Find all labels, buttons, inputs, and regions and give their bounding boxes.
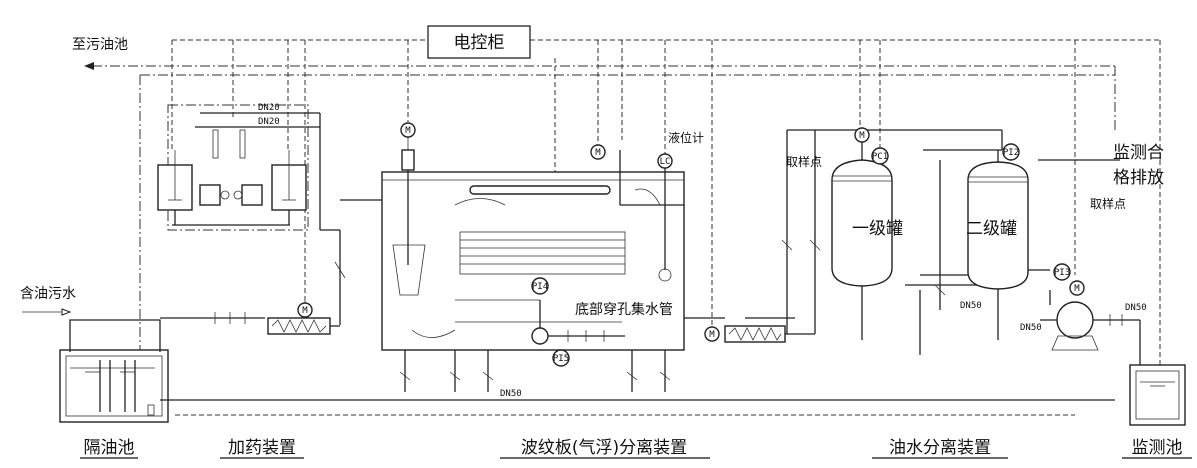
bottom-drains xyxy=(160,350,1115,401)
dn50-bottom-label: DN50 xyxy=(500,389,522,399)
bottom-pipe-label: 底部穿孔集水管 xyxy=(575,301,673,318)
svg-text:M: M xyxy=(405,126,411,136)
feed-pipe xyxy=(69,312,265,352)
section-dosing-unit: 加药装置 xyxy=(228,438,296,458)
scraper-motor: M xyxy=(590,144,606,160)
monitor-discharge-label-2: 格排放 xyxy=(1113,168,1164,188)
svg-text:M: M xyxy=(302,306,308,316)
discharge-pump xyxy=(1040,301,1141,365)
section-flotation-unit: 波纹板(气浮)分离装置 xyxy=(521,438,687,458)
svg-text:PI2: PI2 xyxy=(1003,148,1019,158)
section-monitoring-pool: 监测池 xyxy=(1132,438,1183,458)
svg-text:M: M xyxy=(595,148,601,158)
svg-text:PI4: PI4 xyxy=(532,282,548,292)
pi5-gauge: PI5 xyxy=(552,349,570,367)
control-signal-lines xyxy=(171,39,1161,416)
waste-oil-return-line xyxy=(84,62,1116,395)
svg-text:PI5: PI5 xyxy=(553,354,569,364)
dn20-label-b: DN20 xyxy=(258,117,280,127)
mixer-motor: M xyxy=(297,300,313,318)
flotation-motor: M xyxy=(400,122,416,150)
sampling-point-label-2: 取样点 xyxy=(1090,196,1126,211)
primary-tank xyxy=(831,140,893,340)
dn50-right-label: DN50 xyxy=(1125,303,1147,313)
svg-text:LC: LC xyxy=(660,157,671,167)
sampling-point-label-1: 取样点 xyxy=(786,154,822,169)
svg-text:PC1: PC1 xyxy=(872,152,888,162)
dn50-tank2-label: DN50 xyxy=(960,301,982,311)
svg-text:M: M xyxy=(709,330,715,340)
control-cabinet-box xyxy=(427,25,531,59)
svg-text:M: M xyxy=(859,131,865,141)
pi3-gauge: PI3 xyxy=(1053,263,1071,281)
inlet-arrow xyxy=(22,308,72,316)
level-meter-label: 液位计 xyxy=(668,130,704,145)
monitoring-pool xyxy=(1129,364,1186,426)
primary-tank-label: 一级罐 xyxy=(852,219,903,239)
secondary-tank xyxy=(967,150,1050,340)
section-oil-water-separation: 油水分离装置 xyxy=(889,438,991,458)
oil-separation-pool xyxy=(59,349,169,423)
to-waste-oil-pool-label: 至污油池 xyxy=(72,37,128,53)
control-cabinet-label: 电控柜 xyxy=(454,33,505,53)
dosing-unit xyxy=(157,104,341,325)
discharge-pump-motor: M xyxy=(1069,280,1085,296)
oil-water-separation-frame xyxy=(781,129,1120,355)
pi2-gauge: PI2 xyxy=(1002,143,1020,161)
dn50-pump-label: DN50 xyxy=(1020,323,1042,333)
svg-text:PI3: PI3 xyxy=(1054,268,1070,278)
svg-text:M: M xyxy=(1074,284,1080,294)
monitor-discharge-label-1: 监测合 xyxy=(1113,143,1164,163)
dn20-label-a: DN20 xyxy=(258,103,280,113)
flotation-separator xyxy=(381,149,685,351)
pc1-controller: PC1 xyxy=(871,147,889,165)
recycle-pump xyxy=(531,300,625,345)
section-oil-separation-pool: 隔油池 xyxy=(84,438,135,458)
oily-wastewater-label: 含油污水 xyxy=(20,286,76,302)
secondary-tank-label: 二级罐 xyxy=(966,219,1017,239)
section-captions: 隔油池 加药装置 波纹板(气浮)分离装置 油水分离装置 监测池 xyxy=(80,438,1192,459)
transfer-motor: M xyxy=(704,326,720,342)
level-controller: LC xyxy=(657,153,673,169)
transfer-line xyxy=(684,317,815,343)
dosing-check-valve xyxy=(334,199,382,279)
tank1-motor: M xyxy=(854,127,870,143)
pi4-gauge: PI4 xyxy=(531,277,549,295)
static-mixer xyxy=(267,317,340,335)
